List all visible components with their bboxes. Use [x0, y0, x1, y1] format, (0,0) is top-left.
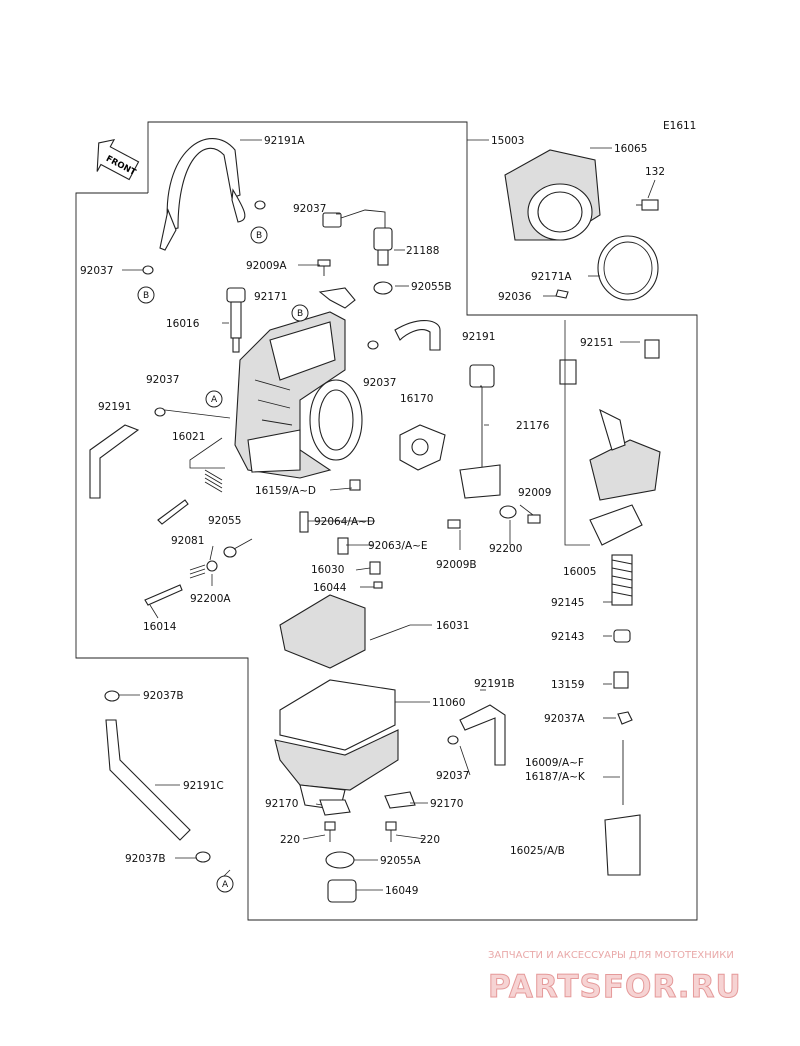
part-label: 21188: [406, 245, 439, 257]
part-label: 92037: [146, 374, 179, 386]
part-label: 16044: [313, 582, 347, 594]
part-label: 16005: [563, 566, 596, 578]
part-label: 92191C: [183, 780, 224, 792]
svg-text:A: A: [222, 880, 229, 890]
svg-text:A: A: [211, 395, 218, 405]
part-label: 92009B: [436, 559, 477, 571]
part-label: 92191: [462, 331, 495, 343]
part-label: 92191B: [474, 678, 515, 690]
throttle-valve-16031: [279, 594, 366, 669]
part-label: 92037B: [143, 690, 184, 702]
carburetor-body: [234, 311, 363, 479]
float-bowl: [274, 729, 399, 791]
part-label: 92037B: [125, 853, 166, 865]
clamp-92171A: [597, 235, 659, 301]
part-label: 220: [280, 834, 300, 846]
gasket-11060: [279, 679, 396, 751]
ref-marker: B: [291, 304, 309, 322]
watermark-brand: PARTSFOR.RU: [488, 969, 742, 1005]
part-label: 92037: [80, 265, 113, 277]
part-label: 92143: [551, 631, 584, 643]
sensor-21188: [322, 212, 342, 228]
part-label: 21176: [516, 420, 550, 432]
part-label: 92171A: [531, 271, 572, 283]
part-label: 92191A: [264, 135, 305, 147]
diagram-frame: [75, 121, 698, 921]
part-label: 92170: [265, 798, 298, 810]
svg-text:B: B: [143, 291, 149, 301]
part-label: 92064/A~D: [314, 516, 375, 528]
part-label: 92055B: [411, 281, 452, 293]
part-label: 92009A: [246, 260, 287, 272]
part-label: 92055A: [380, 855, 421, 867]
part-label: 92037: [436, 770, 469, 782]
screw-16016: [226, 287, 246, 303]
ref-marker: A: [216, 875, 234, 893]
part-label: 16014: [143, 621, 177, 633]
ref-marker: B: [250, 226, 268, 244]
part-label: 16065: [614, 143, 647, 155]
part-label: 16187/A~K: [525, 771, 586, 783]
part-label: 92151: [580, 337, 613, 349]
ref-marker: A: [205, 390, 223, 408]
diagram-code: E1611: [663, 120, 696, 132]
hose-92191A: [166, 138, 241, 231]
part-label: 92037A: [544, 713, 585, 725]
part-label: 92191: [98, 401, 131, 413]
part-label: 15003: [491, 135, 524, 147]
part-label: 92081: [171, 535, 204, 547]
part-label: 16021: [172, 431, 205, 443]
part-label: 92200A: [190, 593, 231, 605]
part-label: 16159/A~D: [255, 485, 316, 497]
part-label: 11060: [432, 697, 465, 709]
part-label: 132: [645, 166, 665, 178]
part-label: 92063/A~E: [368, 540, 428, 552]
ref-marker: B: [137, 286, 155, 304]
part-label: 16030: [311, 564, 344, 576]
part-label: 92170: [430, 798, 463, 810]
front-arrow-icon: FRONT: [96, 138, 140, 181]
part-label: 13159: [551, 679, 584, 691]
part-label: 92009: [518, 487, 551, 499]
part-label: 92171: [254, 291, 287, 303]
oring-92055B: [373, 281, 393, 295]
svg-text:B: B: [297, 309, 303, 319]
part-label: 16170: [400, 393, 433, 405]
part-label: 92145: [551, 597, 584, 609]
part-label: 92055: [208, 515, 241, 527]
hose-92191C: [105, 719, 191, 841]
part-label: 92037: [293, 203, 326, 215]
part-label: 16049: [385, 885, 418, 897]
part-label: 92037: [363, 377, 396, 389]
watermark-tagline: ЗАПЧАСТИ И АКСЕССУАРЫ ДЛЯ МОТОТЕХНИКИ: [488, 950, 734, 961]
part-label: 16016: [166, 318, 200, 330]
part-label: 92200: [489, 543, 522, 555]
part-label: 16009/A~F: [525, 757, 584, 769]
part-label: 16031: [436, 620, 469, 632]
part-label: 220: [420, 834, 440, 846]
part-labels: 92191A 15003 16065 132 92037 21188 92037…: [80, 135, 665, 897]
svg-text:B: B: [256, 231, 262, 241]
part-label: 16025/A/B: [510, 845, 565, 857]
part-label: 92036: [498, 291, 532, 303]
leader-lines: [118, 139, 656, 891]
